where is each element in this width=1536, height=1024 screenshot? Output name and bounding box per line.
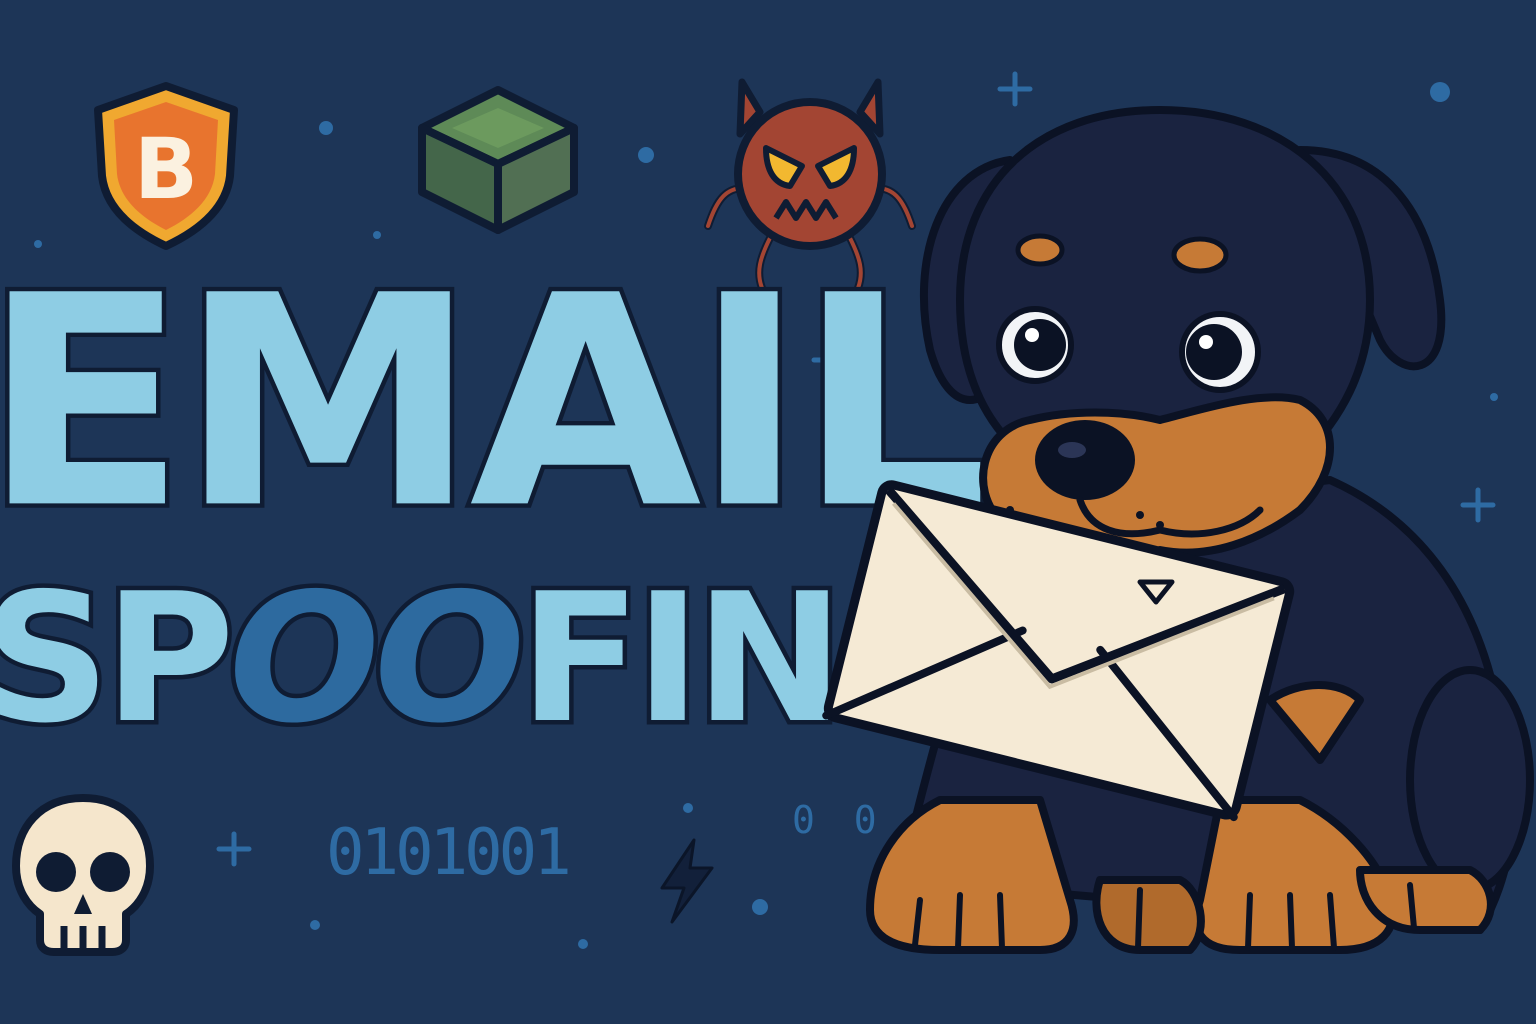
headline-spoofing-prefix: SP [0, 555, 239, 762]
headline-spoofing-o-1: O [224, 555, 384, 762]
headline-spoofing-o-2: O [369, 555, 529, 762]
binary-code-long: 0101001 [326, 816, 572, 890]
shield-badge-letter: B [134, 120, 198, 218]
cube-icon [418, 86, 578, 234]
envelope-icon [822, 480, 1295, 822]
skull-icon [12, 794, 154, 956]
headline-spoofing: SPOOFING [0, 555, 989, 762]
shield-icon: B [94, 82, 238, 250]
headline-email: EMAIL [0, 233, 993, 573]
virus-icon [704, 78, 916, 292]
lightning-icon [660, 838, 714, 924]
